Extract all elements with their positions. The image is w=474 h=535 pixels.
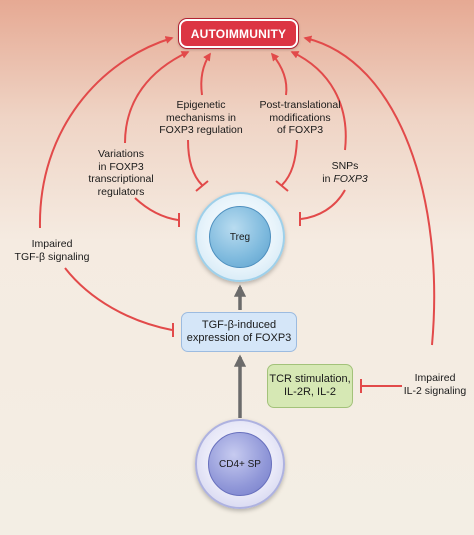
foxp3-expression-line-1: TGF-β-induced [201, 319, 277, 331]
tcr-stimulation-line-1: TCR stimulation, [269, 373, 351, 385]
arrow-impaired-tgf-to-autoimmunity [38, 36, 174, 229]
arrow-snps-to-autoimmunity [290, 51, 347, 151]
treg-label: Treg [229, 231, 251, 243]
autoimmunity-label: AUTOIMMUNITY [190, 26, 287, 41]
arrow-post-translational-to-autoimmunity [270, 52, 288, 96]
treg-cell: Treg [195, 192, 285, 282]
inhibit-epigenetic-bar [195, 180, 209, 192]
foxp3-expression-line-2: expression of FOXP3 [186, 332, 292, 344]
cd4-sp-cell: CD4+ SP [195, 419, 285, 509]
inhibit-snps-to-treg [300, 189, 346, 220]
impaired-il2-label: Impaired IL-2 signaling [403, 372, 467, 397]
variations-label: Variations in FOXP3 transcriptional regu… [88, 148, 154, 198]
cd4-sp-nucleus: CD4+ SP [208, 432, 272, 496]
arrow-variations-to-autoimmunity [124, 51, 190, 144]
inhibit-post-translational-to-treg [281, 139, 298, 186]
epigenetic-mechanisms-label: Epigenetic mechanisms in FOXP3 regulatio… [159, 99, 243, 136]
impaired-tgf-label: Impaired TGF-β signaling [14, 238, 90, 263]
snps-label: SNPs in FOXP3 [322, 160, 368, 185]
inhibit-post-translational-bar [275, 180, 289, 192]
tcr-stimulation-box: TCR stimulation, IL-2R, IL-2 [267, 364, 353, 408]
inhibit-epigenetic-to-treg [187, 139, 203, 186]
post-translational-label: Post-translational modifications of FOXP… [259, 99, 341, 136]
foxp3-expression-box: TGF-β-induced expression of FOXP3 [181, 312, 297, 352]
arrow-epigenetic-to-autoimmunity [200, 52, 211, 96]
autoimmunity-box: AUTOIMMUNITY [179, 19, 298, 48]
tcr-stimulation-line-2: IL-2R, IL-2 [284, 386, 336, 398]
arrow-impaired-il2-to-autoimmunity [303, 35, 436, 346]
inhibit-variations-to-treg [134, 197, 179, 221]
cd4-sp-label: CD4+ SP [219, 458, 261, 470]
treg-nucleus: Treg [209, 206, 271, 268]
snps-gene-name: FOXP3 [333, 172, 368, 185]
inhibit-impaired-tgf-to-foxp3-box [64, 267, 173, 331]
